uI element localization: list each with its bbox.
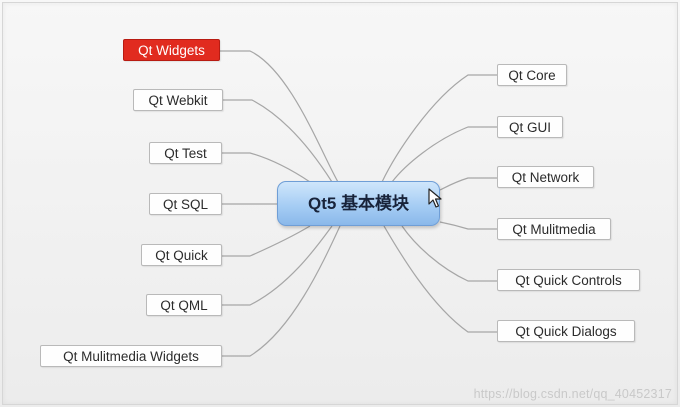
- node-qt-sql[interactable]: Qt SQL: [149, 193, 222, 215]
- node-qt-webkit[interactable]: Qt Webkit: [133, 89, 223, 111]
- link-qt-qml: [222, 225, 333, 306]
- node-qt-test[interactable]: Qt Test: [149, 142, 222, 164]
- link-qt-mulitmedia: [439, 221, 497, 230]
- node-qt-core[interactable]: Qt Core: [497, 64, 567, 86]
- node-qt-mulitmedia[interactable]: Qt Mulitmedia: [497, 218, 611, 240]
- link-qt-network: [439, 177, 497, 191]
- node-qt-quick[interactable]: Qt Quick: [141, 244, 222, 266]
- node-qt-widgets[interactable]: Qt Widgets: [123, 39, 220, 61]
- link-qt-gui: [391, 126, 497, 183]
- node-qt-qml[interactable]: Qt QML: [146, 294, 222, 316]
- link-qt-mulitmedia-widgets: [222, 225, 341, 357]
- node-qt-mulitmedia-widgets[interactable]: Qt Mulitmedia Widgets: [40, 345, 222, 367]
- link-qt-core: [381, 74, 497, 183]
- node-qt-network[interactable]: Qt Network: [497, 166, 594, 188]
- link-qt-webkit: [223, 99, 333, 183]
- link-qt-test: [222, 152, 311, 183]
- link-qt-widgets: [220, 50, 339, 183]
- link-qt-quick-controls: [401, 225, 497, 282]
- node-qt-quick-controls[interactable]: Qt Quick Controls: [497, 269, 640, 291]
- link-qt-quick: [222, 225, 311, 257]
- node-qt-quick-dialogs[interactable]: Qt Quick Dialogs: [497, 320, 635, 342]
- node-qt-gui[interactable]: Qt GUI: [497, 116, 563, 138]
- central-topic[interactable]: Qt5 基本模块: [277, 181, 440, 226]
- mouse-pointer-icon: [428, 188, 442, 208]
- watermark: https://blog.csdn.net/qq_40452317: [473, 387, 672, 401]
- link-qt-quick-dialogs: [383, 225, 497, 333]
